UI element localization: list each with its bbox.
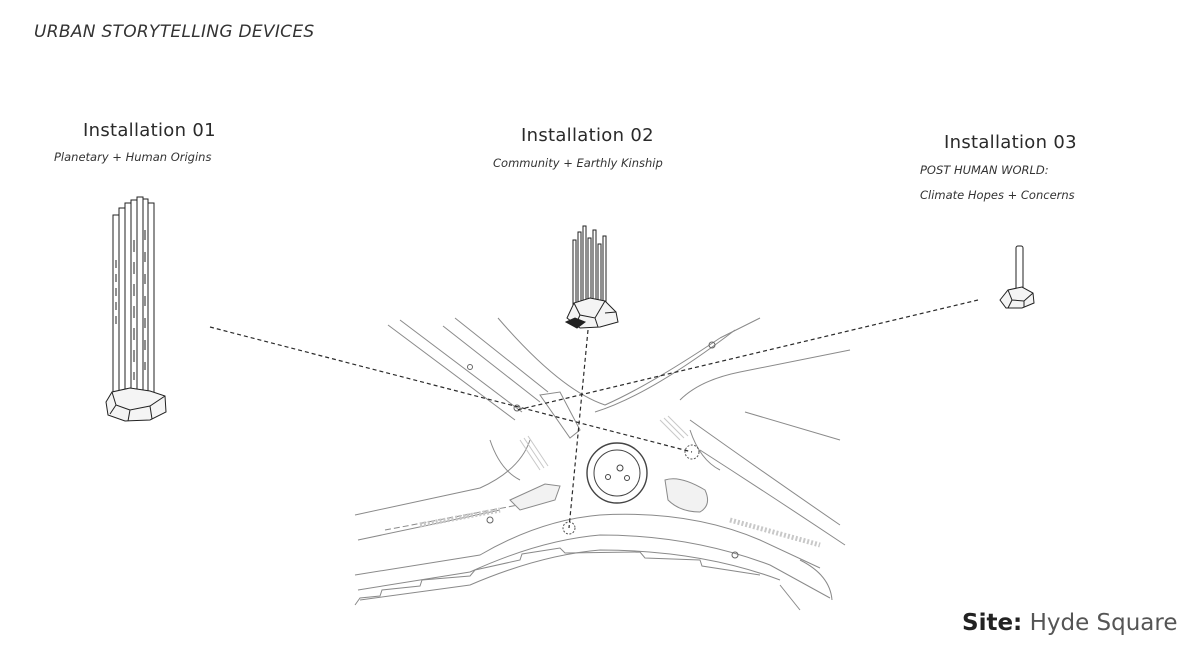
page-title: URBAN STORYTELLING DEVICES	[34, 22, 315, 42]
sight-line-02	[568, 329, 589, 529]
installation-03-title: Installation 03	[944, 132, 1077, 153]
site-street-plan	[354, 317, 851, 611]
installation-01-model	[105, 196, 167, 422]
site-label: Site:	[962, 610, 1023, 636]
sight-line-01	[209, 326, 693, 453]
sight-lines	[209, 299, 979, 529]
installation-02-model	[564, 225, 619, 329]
installation-03-subtitle-line2: Climate Hopes + Concerns	[920, 188, 1075, 202]
installation-02-subtitle: Community + Earthly Kinship	[493, 156, 663, 170]
site-caption: Site: Hyde Square	[962, 610, 1178, 636]
installation-02-title: Installation 02	[521, 125, 654, 146]
sight-line-03	[516, 299, 979, 411]
installation-01-title: Installation 01	[83, 120, 216, 141]
installation-03-subtitle-line1: POST HUMAN WORLD:	[920, 163, 1049, 177]
installation-03-model	[999, 245, 1035, 309]
site-name: Hyde Square	[1029, 610, 1178, 636]
installation-01-subtitle: Planetary + Human Origins	[54, 150, 212, 164]
